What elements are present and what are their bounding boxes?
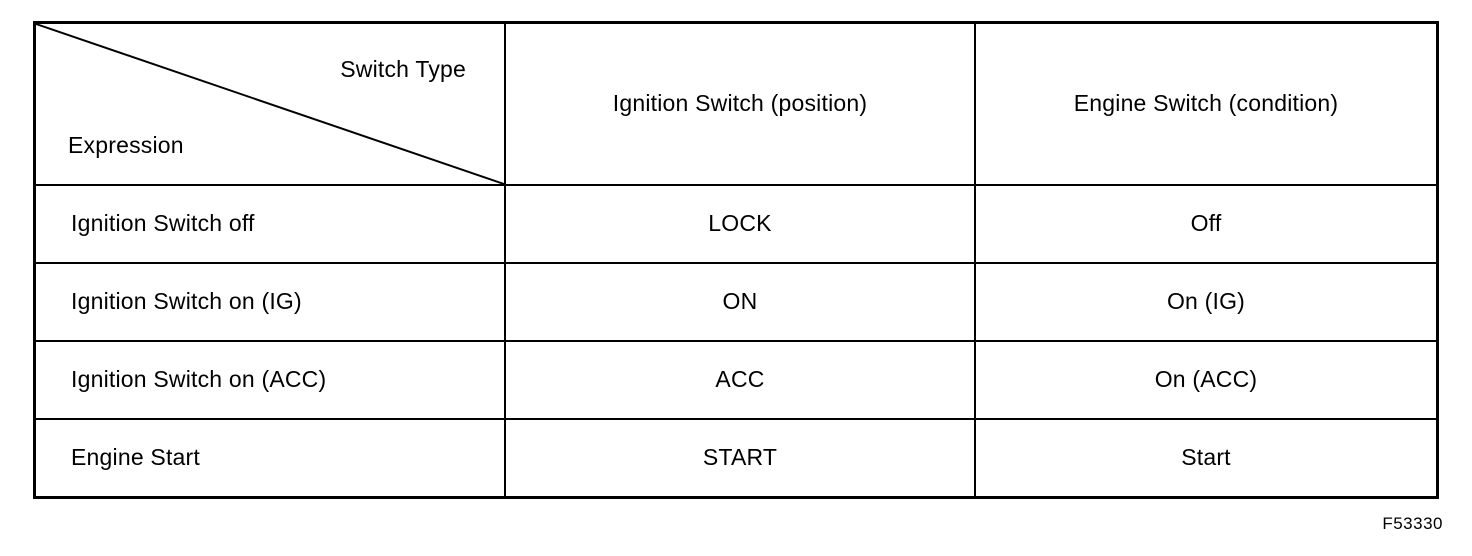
switch-type-table: Switch Type Expression Ignition Switch (… — [33, 21, 1439, 499]
corner-header-cell: Switch Type Expression — [36, 24, 504, 184]
table-row: Ignition Switch on (IG) ON On (IG) — [36, 262, 1436, 340]
corner-label-switch-type: Switch Type — [340, 56, 466, 82]
table-row: Engine Start START Start — [36, 418, 1436, 496]
cell-ignition-position: START — [504, 420, 974, 496]
row-label-ignition-switch-on-ig: Ignition Switch on (IG) — [71, 288, 302, 315]
cell-engine-condition: On (ACC) — [974, 342, 1436, 418]
cell-ignition-position: ACC — [504, 342, 974, 418]
cell-engine-condition: Off — [974, 186, 1436, 262]
corner-label-expression: Expression — [68, 132, 184, 159]
row-label-ignition-switch-off: Ignition Switch off — [71, 210, 255, 237]
column-header-ignition-switch-position: Ignition Switch (position) — [504, 24, 974, 184]
cell-engine-condition: On (IG) — [974, 264, 1436, 340]
cell-engine-condition: Start — [974, 420, 1436, 496]
table-header-row: Switch Type Expression Ignition Switch (… — [36, 24, 1436, 184]
figure-code: F53330 — [1382, 514, 1443, 533]
table-row: Ignition Switch on (ACC) ACC On (ACC) — [36, 340, 1436, 418]
diagonal-divider-line — [36, 24, 504, 184]
cell-ignition-position: ON — [504, 264, 974, 340]
row-label-ignition-switch-on-acc: Ignition Switch on (ACC) — [71, 366, 327, 393]
column-header-engine-switch-condition: Engine Switch (condition) — [974, 24, 1436, 184]
cell-ignition-position: LOCK — [504, 186, 974, 262]
table-row: Ignition Switch off LOCK Off — [36, 184, 1436, 262]
row-label-engine-start: Engine Start — [71, 444, 200, 471]
